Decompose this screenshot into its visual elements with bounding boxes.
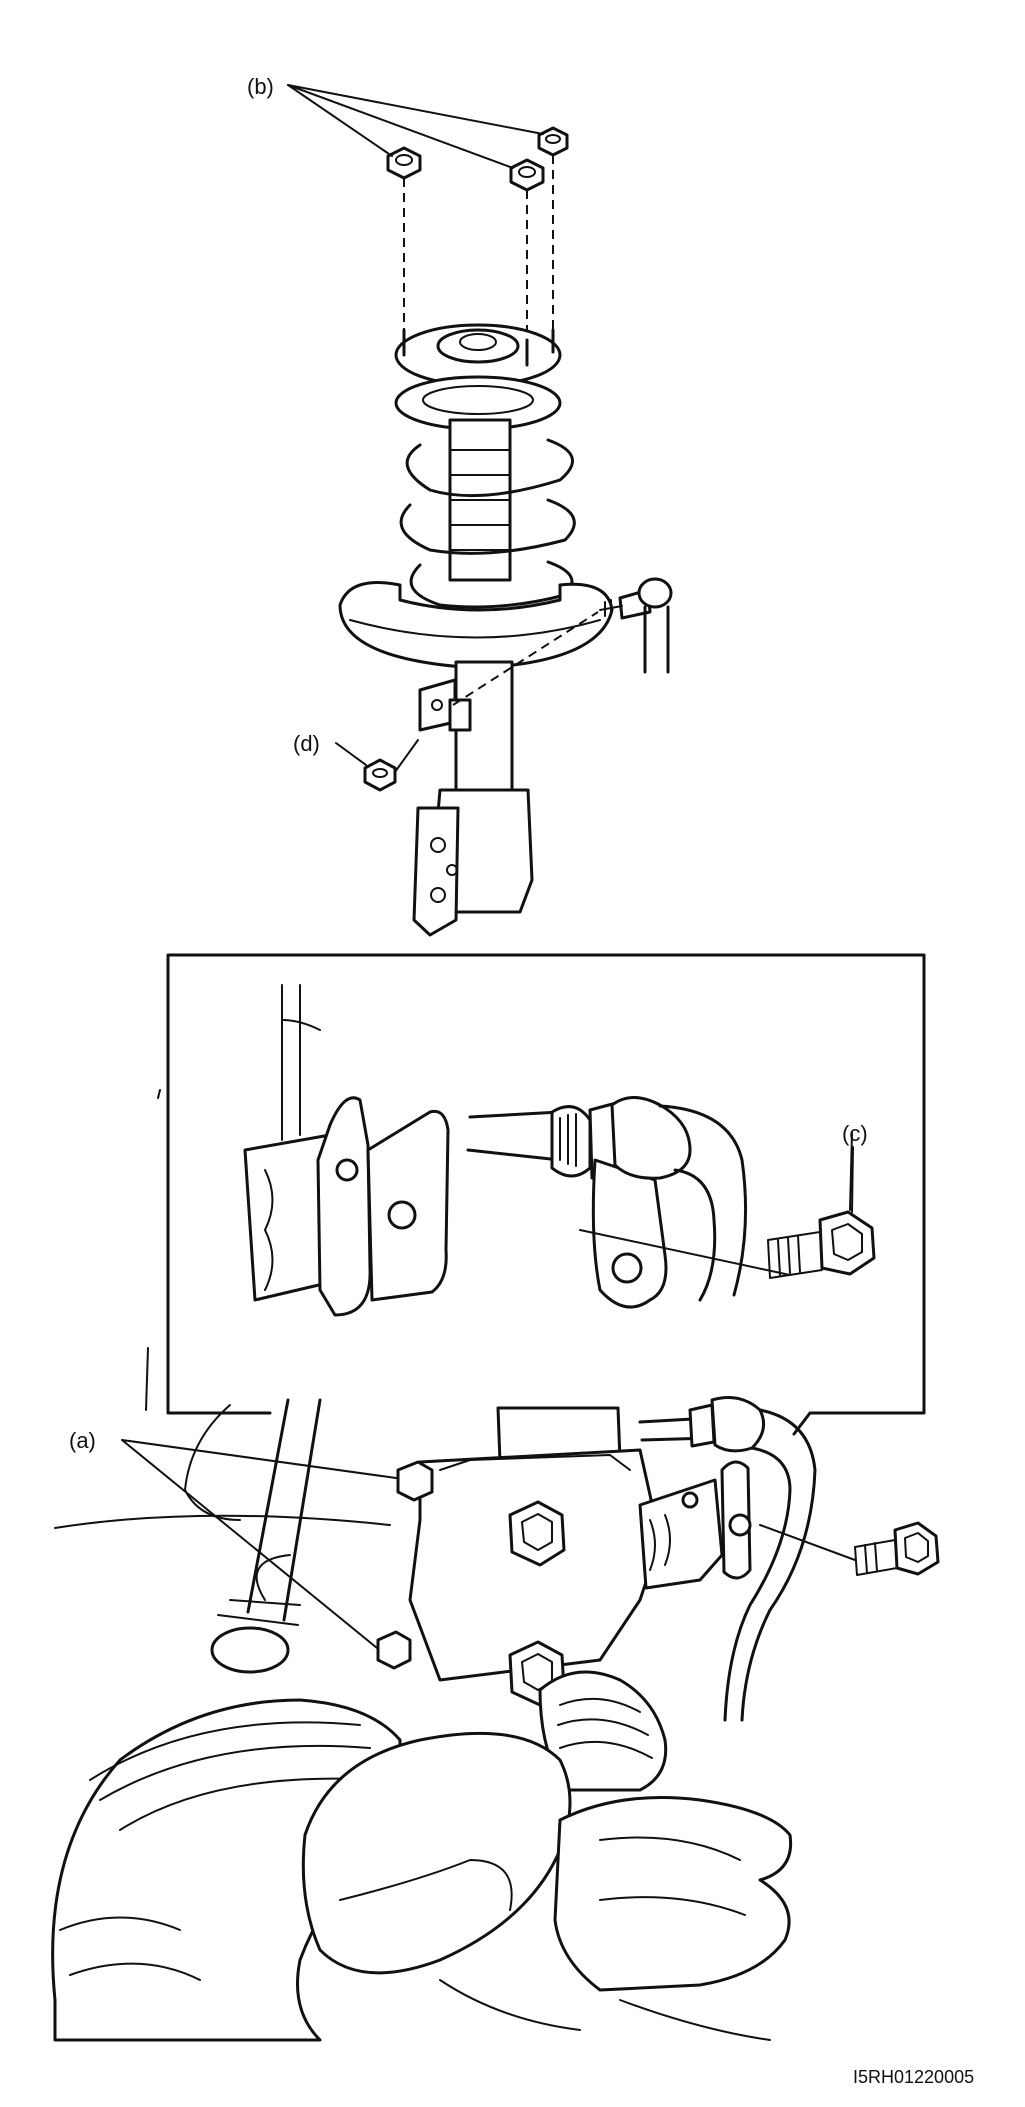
tie-rod xyxy=(210,1398,322,1674)
figure-code: I5RH01220005 xyxy=(853,2067,975,2087)
callout-c-leader xyxy=(851,1146,854,1213)
upper-mount-nuts xyxy=(386,126,569,192)
callout-a-leaders xyxy=(121,1439,397,1649)
bolt-right xyxy=(854,1521,940,1576)
strut-upper-mount xyxy=(394,323,562,387)
stud-alignment-lines xyxy=(403,155,554,355)
coil-spring xyxy=(394,375,576,609)
callout-label-d: (d) xyxy=(293,731,320,756)
stabilizer-link xyxy=(452,577,673,706)
callout-label-b: (b) xyxy=(247,74,274,99)
callout-label-c: (c) xyxy=(842,1121,868,1146)
callout-b-leaders xyxy=(287,84,544,169)
wheel-hub-area xyxy=(51,1404,793,2042)
inset-connector xyxy=(793,1412,811,1435)
bolt-c xyxy=(767,1132,876,1279)
lower-strut-assembly xyxy=(376,1396,940,1722)
stabilizer-nut-d xyxy=(335,739,419,792)
detail-inset xyxy=(166,953,926,1436)
callout-label-a: (a) xyxy=(69,1428,96,1453)
strut-body xyxy=(412,660,534,937)
misc-lines-left xyxy=(145,1089,161,1411)
stabilizer-bracket xyxy=(418,678,472,732)
spring-lower-seat xyxy=(338,581,614,670)
